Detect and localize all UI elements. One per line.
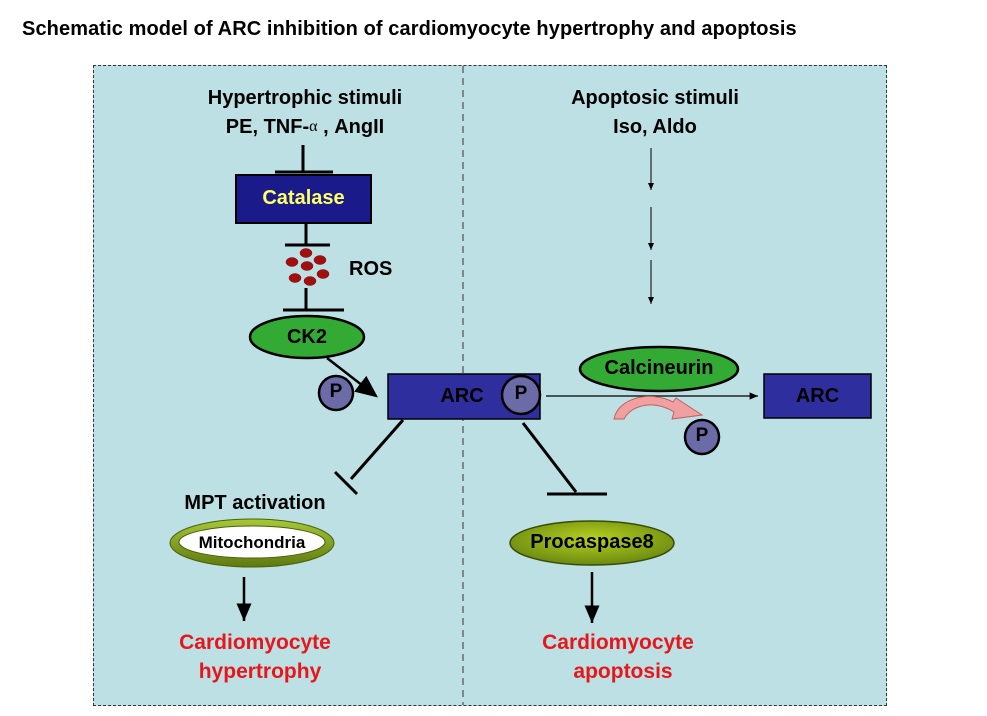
- hypertrophic-stimuli-agents: PE, TNF-α , AngII: [175, 116, 435, 139]
- arc-inhibit-procaspase-stem: [521, 422, 578, 493]
- arc-label-left: ARC: [440, 385, 484, 407]
- curved-release-arrow-icon: [613, 395, 704, 420]
- hypertrophy-outcome-line1: Cardiomyocyte: [179, 631, 331, 654]
- ck2-to-arc-arrow: [326, 357, 378, 398]
- phospho-label-released: P: [695, 425, 709, 446]
- calcineurin-label: Calcineurin: [604, 357, 714, 379]
- phospho-circle-released: [683, 418, 721, 456]
- calcineurin-node: [578, 345, 740, 393]
- apoptosis-outcome-line2: apoptosis: [573, 660, 673, 683]
- procaspase8-node: [509, 520, 675, 566]
- mpt-activation-label: MPT activation: [184, 492, 326, 514]
- arc-box-dephosphorylated: [763, 373, 872, 419]
- phospho-label-arc: P: [514, 383, 528, 404]
- arc-inhibit-mpt-stem: [349, 419, 405, 480]
- arc-inhibit-mpt-bar: [333, 470, 359, 496]
- hypertrophy-outcome-line2: hypertrophy: [198, 660, 322, 683]
- procaspase8-label: Procaspase8: [530, 531, 654, 553]
- hypertrophic-stimuli-heading: Hypertrophic stimuli: [207, 87, 403, 109]
- agents-prefix: PE, TNF-: [225, 116, 310, 138]
- mitochondria-inner: [178, 525, 326, 559]
- arc-label-right: ARC: [795, 385, 840, 407]
- ck2-node: [248, 314, 366, 360]
- catalase-box: [235, 174, 372, 224]
- apoptosis-stimuli-agents: Iso, Aldo: [613, 116, 697, 138]
- catalase-label: Catalase: [262, 187, 345, 209]
- phospho-label-left: P: [329, 381, 343, 402]
- phospho-circle-arc: [500, 374, 542, 416]
- figure-title: Schematic model of ARC inhibition of car…: [22, 18, 797, 40]
- phospho-circle-left: [317, 374, 355, 412]
- ck2-label: CK2: [286, 326, 327, 348]
- apoptosis-stimuli-heading: Apoptosic stimuli: [571, 87, 739, 109]
- alpha-symbol: α: [309, 118, 318, 135]
- ros-dots-icon: [285, 248, 330, 286]
- agents-suffix: , AngII: [317, 116, 385, 138]
- apoptosis-outcome-line1: Cardiomyocyte: [542, 631, 694, 654]
- ros-label: ROS: [349, 258, 393, 280]
- mitochondria-label: Mitochondria: [198, 533, 306, 552]
